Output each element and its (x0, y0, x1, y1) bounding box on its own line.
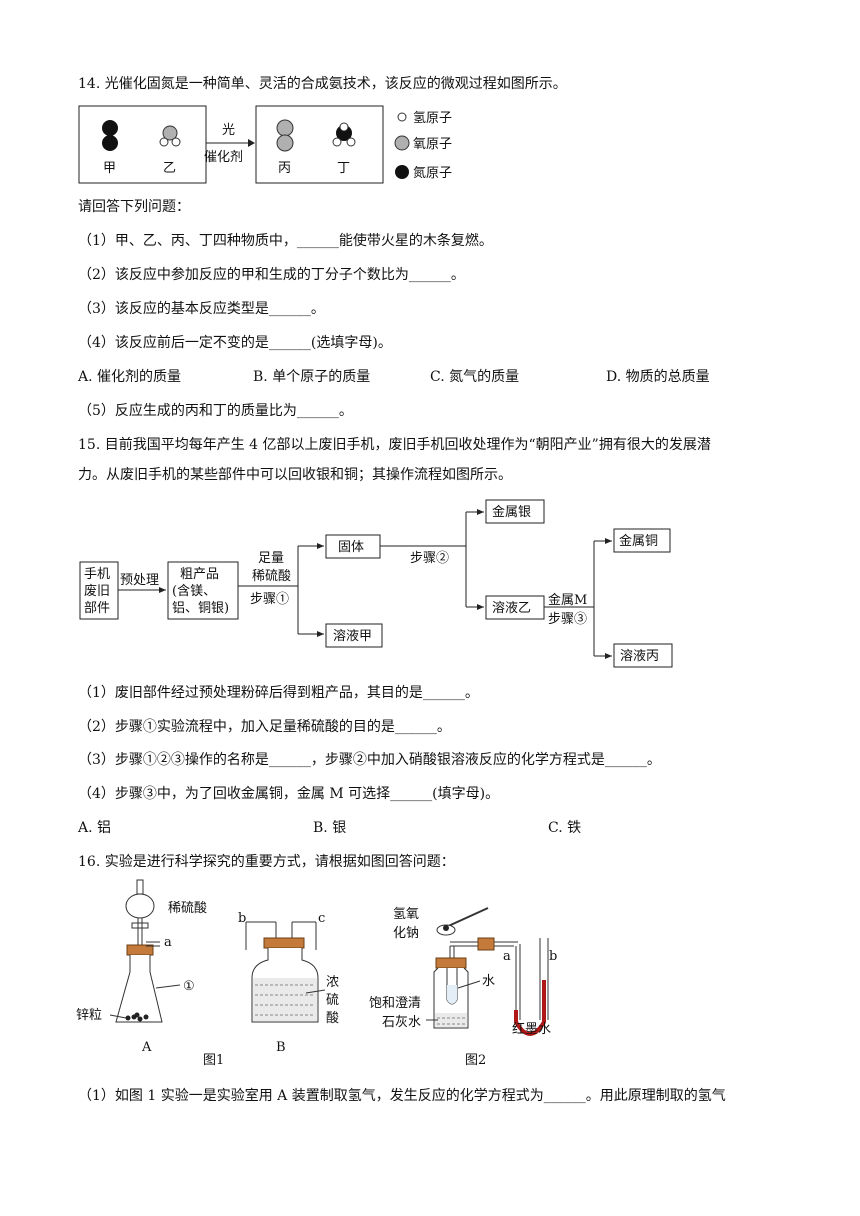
flow-silver: 金属银 (492, 504, 531, 520)
label-water: 水 (482, 974, 495, 989)
flow-pretreat: 预处理 (120, 573, 159, 588)
molecule-ding (332, 122, 356, 147)
label-naoh-1: 氢氧 (393, 907, 419, 922)
flow-step1: 步骤① (250, 592, 289, 607)
legend-oxygen-icon (394, 135, 410, 151)
apparatus-a (115, 879, 163, 1023)
q15-option-c: C. 铁 (548, 820, 582, 836)
flow-start-2: 废旧 (84, 583, 110, 599)
label-zinc: 锌粒 (76, 1008, 102, 1023)
q15-sub2: （2）步骤①实验流程中，加入足量稀硫酸的目的是______。 (78, 719, 451, 735)
flow-copper: 金属铜 (619, 533, 658, 549)
q14-sub2: （2）该反应中参加反应的甲和生成的丁分子个数比为______。 (78, 267, 465, 283)
q14-option-c: C. 氮气的质量 (430, 369, 520, 385)
legend-oxygen: 氧原子 (413, 137, 452, 152)
label-circle-1: ① (183, 979, 195, 994)
flow-start-1: 手机 (84, 567, 110, 582)
flow-start-3: 部件 (84, 601, 110, 616)
label-conc-1: 浓 (326, 975, 339, 990)
q14-sub4: （4）该反应前后一定不变的是______(选填字母)。 (78, 335, 392, 351)
q16-stem: 16. 实验是进行科学探究的重要方式，请根据如图回答问题： (78, 854, 455, 870)
legend-nitrogen: 氮原子 (413, 166, 452, 181)
label-limewater-2: 石灰水 (382, 1015, 421, 1030)
label-port-c: c (318, 911, 325, 926)
label-bing: 丙 (278, 161, 291, 176)
q14-sub5: （5）反应生成的丙和丁的质量比为______。 (78, 403, 353, 419)
label-yi: 乙 (163, 161, 176, 176)
q15-stem-line2: 力。从废旧手机的某些部件中可以回收银和铜；其操作流程如图所示。 (78, 467, 512, 483)
molecule-bing (276, 119, 294, 152)
label-a: A (141, 1040, 152, 1055)
label-conc-2: 硫 (326, 993, 339, 1008)
q14-sub1: （1）甲、乙、丙、丁四种物质中，______能使带火星的木条复燃。 (78, 233, 493, 249)
q14-stem: 14. 光催化固氮是一种简单、灵活的合成氨技术，该反应的微观过程如图所示。 (78, 76, 567, 92)
flow-solid: 固体 (338, 540, 364, 555)
label-u-b: b (549, 949, 557, 964)
label-port-b: b (238, 911, 246, 926)
molecule-yi (159, 125, 181, 147)
q16-sub1: （1）如图 1 实验一是实验室用 A 装置制取氢气，发生反应的化学方程式为___… (78, 1088, 726, 1104)
flow-acid-1: 足量 (258, 551, 284, 566)
label-jia: 甲 (103, 161, 116, 176)
q15-stem-line1: 15. 目前我国平均每年产生 4 亿部以上废旧手机，废旧手机回收处理作为“朝阳产… (78, 437, 711, 453)
legend-hydrogen-icon (397, 112, 407, 122)
flow-crude-1: 粗产品 (180, 567, 219, 582)
apparatus-fig2 (433, 907, 549, 1036)
label-port-a: a (164, 935, 172, 950)
q15-option-a: A. 铝 (78, 820, 112, 836)
flow-sol-jia: 溶液甲 (333, 629, 372, 644)
flow-sol-yi: 溶液乙 (492, 601, 531, 616)
q15-sub1: （1）废旧部件经过预处理粉碎后得到粗产品，其目的是______。 (78, 685, 479, 701)
condition-catalyst: 催化剂 (204, 150, 243, 165)
q14-sub3: （3）该反应的基本反应类型是______。 (78, 301, 325, 317)
label-limewater-1: 饱和澄清 (369, 996, 421, 1011)
flow-sol-bing: 溶液丙 (620, 649, 659, 664)
label-red-ink: 红墨水 (512, 1021, 551, 1037)
flow-acid-2: 稀硫酸 (252, 569, 291, 584)
figure-1-caption: 图1 (203, 1053, 224, 1068)
label-dilute-acid: 稀硫酸 (168, 901, 207, 916)
flow-step2: 步骤② (410, 551, 449, 566)
legend-nitrogen-icon (395, 165, 409, 179)
apparatus-b (245, 921, 319, 1023)
figure-2-caption: 图2 (465, 1053, 486, 1068)
q14-option-b: B. 单个原子的质量 (253, 369, 371, 385)
label-naoh-2: 化钠 (393, 926, 419, 941)
label-u-a: a (503, 949, 511, 964)
q14-option-a: A. 催化剂的质量 (78, 369, 182, 385)
label-b: B (276, 1040, 286, 1055)
q15-sub4: （4）步骤③中，为了回收金属铜，金属 M 可选择______(填字母)。 (78, 786, 500, 802)
q15-sub3: （3）步骤①②③操作的名称是______，步骤②中加入硝酸银溶液反应的化学方程式… (78, 752, 661, 768)
flow-crude-2: (含镁、 (172, 583, 216, 599)
label-ding: 丁 (337, 161, 350, 176)
q14-option-d: D. 物质的总质量 (606, 369, 710, 385)
molecule-jia (102, 120, 118, 151)
flow-crude-3: 铝、铜银) (172, 601, 229, 616)
label-conc-3: 酸 (326, 1011, 339, 1026)
q14-prompt: 请回答下列问题： (78, 199, 190, 215)
legend-hydrogen: 氢原子 (413, 111, 452, 126)
condition-light: 光 (222, 123, 235, 138)
q15-option-b: B. 银 (313, 820, 347, 836)
flow-step3: 步骤③ (548, 612, 587, 627)
flow-metal-m: 金属M (548, 592, 587, 608)
